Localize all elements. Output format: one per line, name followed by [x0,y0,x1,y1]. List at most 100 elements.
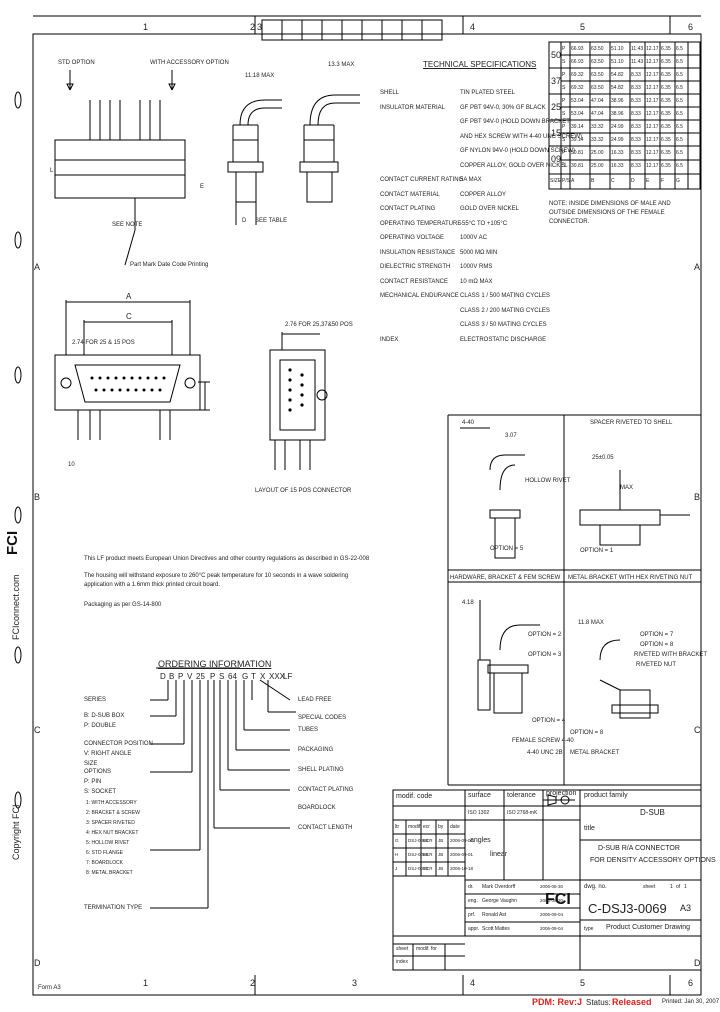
size-table-header: SIZE [550,178,562,184]
zone-left-c: C [34,725,41,735]
size-table-cell: 53.04 [571,111,584,117]
zone-top-6: 6 [688,22,694,32]
zone-right-d: D [694,958,701,968]
rohs-note: This LF product meets European Union Dir… [84,556,370,562]
spec-value: 5A MAX [460,177,482,183]
e-label: E [200,184,205,190]
zone-top-3: 3 [257,22,263,32]
signoff-date: 2006-08-30 [540,898,564,903]
zone-top-2: 2 [250,22,256,32]
size-table-cell: 54.82 [611,72,624,78]
fci-logo: FCI [545,891,571,908]
option-4-label: OPTION = 4 [532,718,566,724]
spec-label: CONTACT PLATING [380,206,436,212]
order-left-label: P: DOUBLE [84,723,117,729]
order-code-char: P [210,672,216,681]
sheet-row-label: sheet [396,946,409,952]
spec-value: ELECTROSTATIC DISCHARGE [460,336,547,343]
order-right-label: SPECIAL CODES [298,715,347,721]
size-table-cell: S [562,137,566,143]
size-table-cell: 12.17 [646,85,659,91]
order-right-label: LEAD FREE [298,697,332,703]
status-value: Released [612,997,652,1007]
order-left-label: TERMINATION TYPE [84,905,143,911]
modif-for-label: modif. for [416,946,437,952]
size-table-cell: P [562,150,566,156]
title-line-2: FOR DENSITY ACCESSORY OPTIONS [590,857,716,864]
size-table-cell: 69.32 [571,72,584,78]
size-table-cell: 6.5 [676,111,683,117]
product-family-label: product family [584,792,628,799]
size-table-cell: 8.33 [631,124,641,130]
size-table-cell: 12.17 [646,46,659,52]
size-table-cell: 12.17 [646,124,659,130]
size-table-cell: 6.35 [661,46,671,52]
size-table-cell: S [562,59,566,65]
size-table-cell: 30.81 [571,150,584,156]
spacer-title: SPACER RIVETED TO SHELL [590,420,673,426]
spacer-dim: 25±0.05 [592,455,614,461]
size-table-header: E [646,178,650,184]
surface-value: ISO 1302 [468,810,490,816]
signoff-date: 2006-08-30 [540,884,564,889]
metal-bracket-label: METAL BRACKET [570,750,620,756]
size-table-cell: 66.93 [571,46,584,52]
size-table-cell: P [562,98,566,104]
size-table-cell: 16.33 [611,163,624,169]
title-line-1: D-SUB R/A CONNECTOR [598,845,680,852]
size-table-cell: 53.04 [571,98,584,104]
rev-cell: G [395,838,399,843]
size-table-cell: P [562,124,566,130]
dim-c: C [126,312,132,321]
size-cell: 25 [551,102,562,112]
size-table-cell: 6.5 [676,46,683,52]
tech-specs-title: TECHNICAL SPECIFICATIONS [423,60,537,69]
order-right-label: PACKAGING [298,747,334,753]
dim-13-3: 13.3 MAX [328,62,355,68]
size-table-cell: 25.00 [591,150,604,156]
size-table-header: G [676,178,680,184]
size-table-cell: 63.50 [591,85,604,91]
rev-cell: DSJ-0068 [408,838,429,843]
signoff-role: eng. [468,898,478,904]
size-table-cell: 8.33 [631,137,641,143]
size-table-cell: 51.10 [611,46,624,52]
size-table-cell: 8.33 [631,111,641,117]
pdm-rev: PDM: Rev:J [532,997,583,1007]
size-table-cell: 6.5 [676,85,683,91]
signoff-date: 2006-09-04 [540,912,564,917]
order-code-char: G [242,672,249,681]
size-table-cell: 39.14 [571,124,584,130]
size-table-cell: 6.35 [661,72,671,78]
rev-cell: J [395,866,398,871]
rev-cell: H [395,852,399,857]
size-table-cell: 12.17 [646,150,659,156]
rev-cell: ECR [423,866,433,871]
option-7-label: OPTION = 7 [640,632,674,638]
metal-bracket-title: METAL BRACKET WITH HEX RIVETING NUT [568,575,693,581]
size-table-cell: 63.50 [591,72,604,78]
reflow-note: The housing will withstand exposure to 2… [84,573,349,588]
order-option-line: 3: SPACER RIVETED [86,820,135,826]
size-table-cell: 12.17 [646,59,659,65]
order-option-line: 2: BRACKET & SCREW [86,810,140,816]
order-left-label: SERIES [84,697,107,703]
max-11-8: 11.8 MAX [578,620,604,626]
size-table-cell: 38.96 [611,98,624,104]
size-table-cell: 51.10 [611,59,624,65]
size-table-cell: 47.04 [591,111,604,117]
order-option-line: 8: METAL BRACKET [86,870,133,876]
see-note-label: SEE NOTE [112,222,143,228]
size-table-header: D [631,178,635,184]
order-code-char: XXX [269,672,286,681]
size-table-cell: S [562,85,566,91]
hollow-rivet-label: HOLLOW RIVET [525,478,571,484]
see-table-label: SEE TABLE [255,218,288,224]
spec-label: CONTACT MATERIAL [380,191,440,198]
hardware-title: HARDWARE, BRACKET & FEM SCREW [450,575,561,581]
spec-value: 1000V RMS [460,264,493,270]
option-2-label: OPTION = 2 [528,632,562,638]
size-table-cell: 33.32 [591,124,604,130]
part-mark-label: Part Mark Date Code Printing [130,262,209,268]
